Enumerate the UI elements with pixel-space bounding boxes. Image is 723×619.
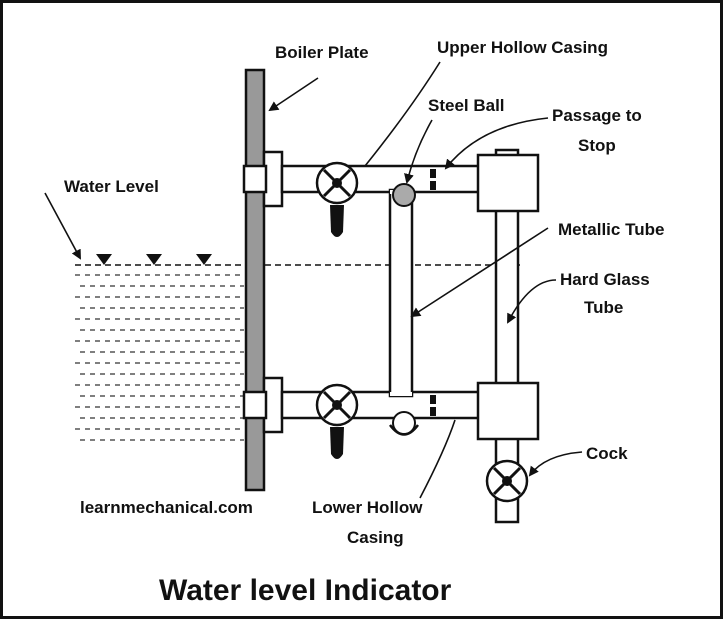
label-passage-to-stop-1: Passage to <box>552 106 642 125</box>
upper-hollow-casing-box <box>476 153 540 213</box>
diagram-title: Water level Indicator <box>159 574 452 607</box>
upper-steel-ball <box>392 183 416 207</box>
cock-valve <box>485 459 529 503</box>
label-metallic-tube: Metallic Tube <box>558 220 664 239</box>
water-level-markers <box>96 254 212 265</box>
label-lower-hollow-casing-1: Lower Hollow <box>312 498 423 517</box>
label-passage-to-stop-2: Stop <box>578 136 616 155</box>
upper-valve <box>315 161 359 237</box>
lower-ball-seat <box>388 424 420 436</box>
label-water-level: Water Level <box>64 177 159 196</box>
label-hard-glass-tube-1: Hard Glass <box>560 270 650 289</box>
lower-fitting <box>242 376 484 434</box>
label-steel-ball: Steel Ball <box>428 96 505 115</box>
label-lower-hollow-casing-2: Casing <box>347 528 404 547</box>
label-boiler-plate: Boiler Plate <box>275 43 369 62</box>
leader-lines <box>44 61 583 499</box>
label-upper-hollow-casing: Upper Hollow Casing <box>437 38 608 57</box>
upper-fitting <box>242 150 484 208</box>
water-body <box>75 274 244 441</box>
lower-hollow-casing-box <box>476 381 540 441</box>
boiler-plate <box>244 68 266 492</box>
labels: Boiler Plate Upper Hollow Casing Steel B… <box>64 38 664 607</box>
label-cock: Cock <box>586 444 628 463</box>
label-hard-glass-tube-2: Tube <box>584 298 623 317</box>
metallic-tube <box>388 188 414 398</box>
passage-stop-marks <box>430 169 436 416</box>
lower-valve <box>315 383 359 459</box>
watermark: learnmechanical.com <box>80 498 253 517</box>
